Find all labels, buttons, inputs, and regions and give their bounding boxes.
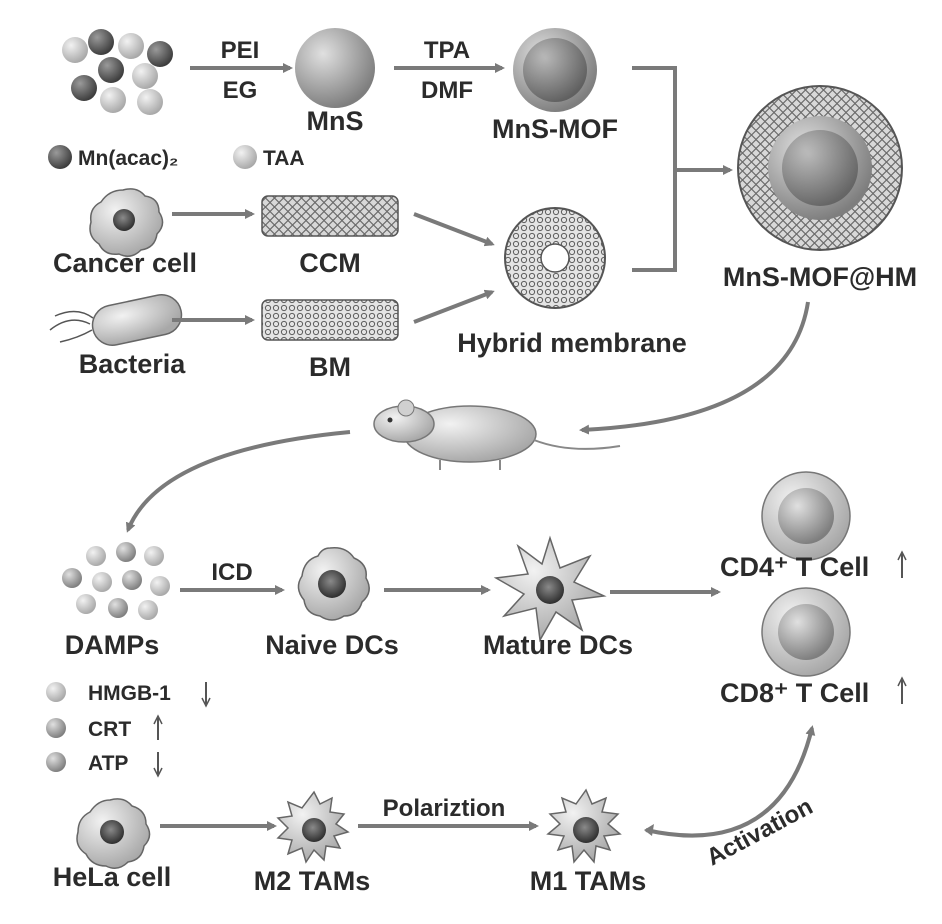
arrow-ccm-to-hybrid [414, 214, 492, 244]
mn-acac-legend-label: Mn(acac)₂ [78, 147, 178, 170]
mature-dc-icon [496, 538, 604, 640]
hela-cell-label: HeLa cell [53, 862, 172, 892]
m2-tam-icon [278, 792, 348, 862]
hela-cell-icon [77, 799, 150, 868]
m1-tams-label: M1 TAMs [530, 866, 647, 896]
hmgb1-change-arrow-icon [202, 682, 210, 706]
merge-bracket [632, 68, 675, 270]
crt-change-arrow-icon [154, 716, 162, 740]
ccm-membrane [262, 196, 398, 236]
mns-sphere [295, 28, 375, 108]
mns-mof-sphere [513, 28, 597, 112]
bacteria-icon [50, 291, 185, 349]
damps-particles [62, 542, 170, 620]
pei-label: PEI [221, 37, 260, 64]
cd8-up-arrow-icon [898, 678, 906, 704]
arrow-mouse-to-damps [128, 432, 350, 530]
cd4-t-cell-icon [762, 472, 850, 560]
eg-label: EG [223, 77, 258, 104]
cd4-t-cell-label: CD4⁺ T Cell [720, 552, 869, 582]
arrow-product-to-mouse [582, 302, 808, 430]
tpa-label: TPA [424, 37, 470, 64]
cd4-up-arrow-icon [898, 552, 906, 578]
hybrid-membrane-vesicle [505, 208, 605, 308]
naive-dc-icon [298, 548, 369, 620]
bm-label: BM [309, 352, 351, 382]
bacteria-label: Bacteria [79, 349, 187, 379]
mns-mof-label: MnS-MOF [492, 114, 618, 144]
atp-change-arrow-icon [154, 752, 162, 776]
mn-acac-legend-icon [48, 145, 72, 169]
m2-tams-label: M2 TAMs [254, 866, 371, 896]
cancer-cell-label: Cancer cell [53, 248, 197, 278]
polarization-label: Polariztion [383, 795, 506, 822]
naive-dcs-label: Naive DCs [265, 630, 399, 660]
arrowhead-m1-end [644, 824, 654, 836]
mns-label: MnS [307, 106, 364, 136]
taa-legend-label: TAA [263, 147, 305, 170]
m1-tam-icon [548, 790, 620, 862]
product-label: MnS-MOF@HM [723, 262, 917, 292]
hybrid-membrane-label: Hybrid membrane [457, 328, 687, 358]
atp-marker-icon [46, 752, 66, 772]
crt-marker-icon [46, 718, 66, 738]
cd8-t-cell-icon [762, 588, 850, 676]
hmgb1-label: HMGB-1 [88, 682, 171, 705]
mns-mof-hm-nanoparticle [738, 86, 902, 250]
precursor-nanoparticles [62, 29, 173, 115]
dmf-label: DMF [421, 77, 473, 104]
cd8-t-cell-label: CD8⁺ T Cell [720, 678, 869, 708]
damps-label: DAMPs [65, 630, 160, 660]
mature-dcs-label: Mature DCs [483, 630, 633, 660]
mouse-icon [374, 400, 620, 470]
hmgb1-marker-icon [46, 682, 66, 702]
icd-label: ICD [211, 559, 252, 586]
crt-label: CRT [88, 718, 131, 741]
cancer-cell-icon [90, 189, 163, 256]
taa-legend-icon [233, 145, 257, 169]
atp-label: ATP [88, 752, 128, 775]
ccm-label: CCM [299, 248, 361, 278]
arrow-bm-to-hybrid [414, 292, 492, 322]
bm-membrane [262, 300, 398, 340]
